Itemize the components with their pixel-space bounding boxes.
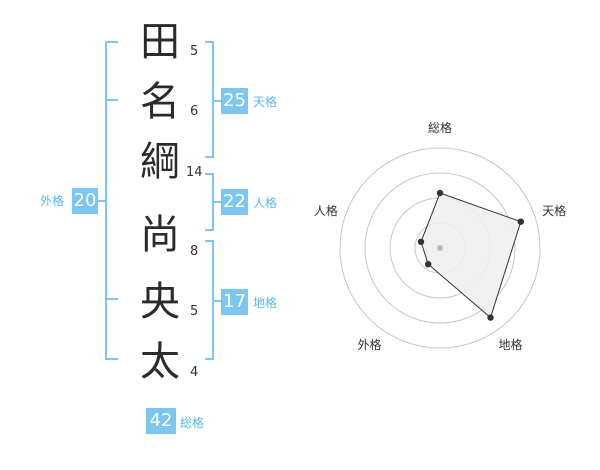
radar-center-dot [437, 245, 443, 251]
chikaku-label: 地格 [253, 296, 278, 310]
jinkaku-label: 人格 [253, 196, 278, 210]
soukaku-badge: 42 [146, 408, 176, 434]
gaikaku-badge: 20 [72, 188, 98, 214]
radar-point-5 [417, 238, 425, 245]
name-char-2: 名 [140, 79, 180, 125]
radar-axis-label-5: 人格 [314, 203, 338, 218]
outer-bracket-mid-tick-2 [105, 298, 118, 300]
stroke-count-1: 5 [190, 44, 199, 59]
outer-bracket-bottom-tick [105, 358, 118, 360]
tenkaku-bracket-line [212, 41, 214, 158]
radar-point-1 [436, 189, 444, 197]
radar-axis-label-1: 総格 [428, 120, 452, 135]
tenkaku-bracket-bottom-tick [205, 156, 214, 158]
stroke-count-3: 14 [186, 165, 203, 180]
stroke-count-5: 5 [190, 304, 199, 319]
jinkaku-bracket-connector [214, 201, 222, 203]
name-char-5: 央 [140, 279, 180, 325]
tenkaku-bracket-top-tick [205, 41, 214, 43]
outer-bracket-connector [98, 200, 105, 202]
jinkaku-badge: 22 [221, 189, 248, 215]
stroke-count-4: 8 [190, 244, 199, 259]
radar-ring-3 [364, 172, 516, 324]
name-char-6: 太 [140, 339, 180, 385]
name-char-4: 尚 [140, 212, 180, 258]
outer-bracket-mid-tick-1 [105, 99, 118, 101]
radar-point-3 [487, 314, 494, 321]
radar-point-2 [517, 218, 524, 225]
chikaku-bracket-top-tick [205, 240, 214, 242]
name-char-3: 綱 [140, 139, 180, 185]
chikaku-badge: 17 [221, 289, 248, 315]
radar-point-4 [425, 261, 432, 268]
stroke-count-2: 6 [190, 104, 199, 119]
chikaku-bracket-connector [214, 300, 222, 302]
tenkaku-badge: 25 [221, 88, 248, 114]
chikaku-bracket-line [212, 240, 214, 360]
tenkaku-bracket-connector [214, 100, 222, 102]
jinkaku-bracket-bottom-tick [205, 229, 214, 231]
radar-axis-label-4: 外格 [357, 337, 381, 352]
gaikaku-label: 外格 [40, 194, 65, 208]
radar-axis-label-2: 天格 [542, 203, 566, 218]
radar-area [420, 192, 522, 319]
soukaku-label: 総格 [180, 416, 205, 430]
radar-axis-label-3: 地格 [498, 337, 522, 352]
name-char-1: 田 [140, 19, 180, 65]
outer-bracket-top-tick [105, 41, 118, 43]
jinkaku-bracket-top-tick [205, 173, 214, 175]
jinkaku-bracket-line [212, 173, 214, 231]
chikaku-bracket-bottom-tick [205, 358, 214, 360]
stroke-count-6: 4 [190, 365, 199, 380]
tenkaku-label: 天格 [253, 95, 278, 109]
outer-bracket-line [105, 41, 107, 360]
radar-ring-4 [339, 147, 541, 349]
